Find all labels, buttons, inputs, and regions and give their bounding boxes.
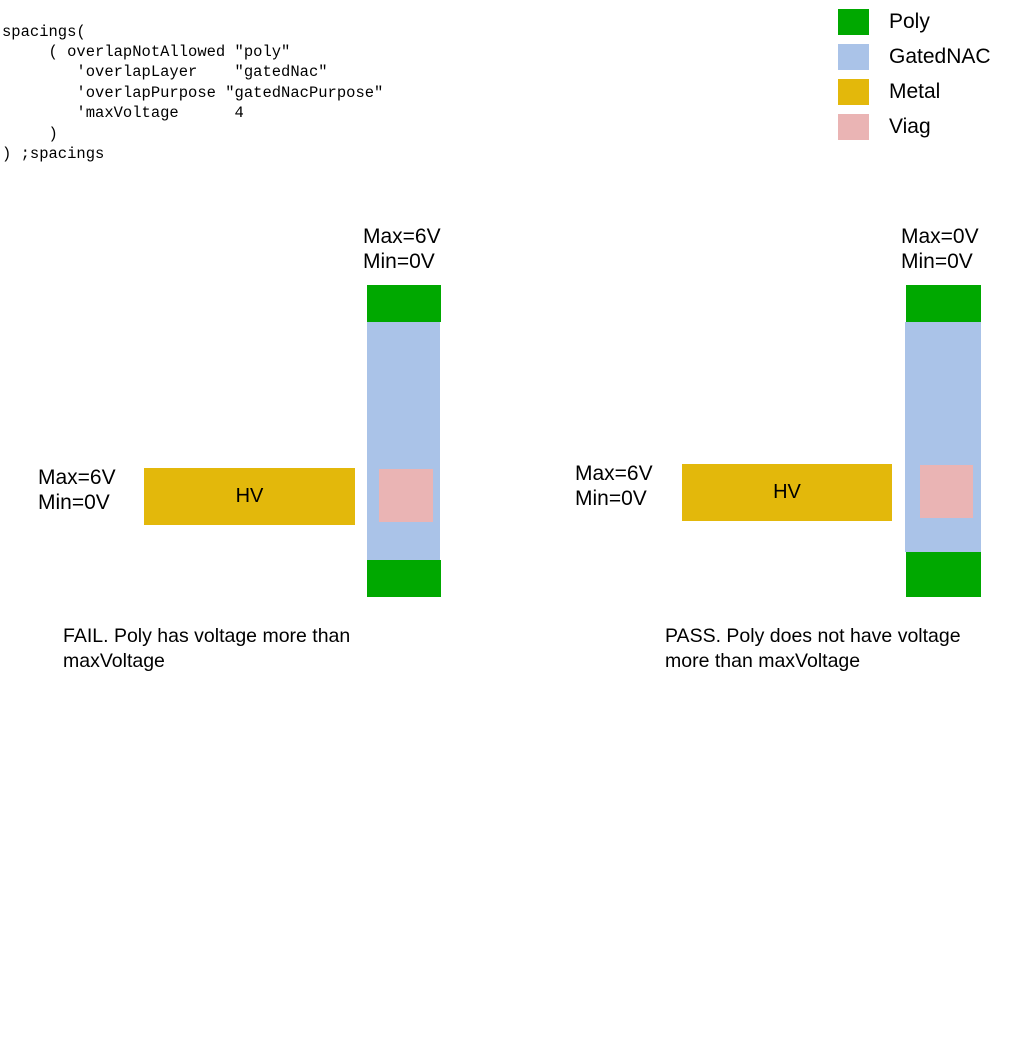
pass-metal-voltage-label: Max=6V Min=0V (575, 461, 653, 511)
spacings-rule-code: spacings( ( overlapNotAllowed "poly" 'ov… (2, 22, 384, 163)
green-square-icon (838, 9, 869, 35)
fail-poly-top-shape (367, 285, 441, 322)
pass-poly-bottom-shape (906, 552, 981, 597)
pass-poly-voltage-label: Max=0V Min=0V (901, 224, 979, 274)
pass-metal-voltage-min: Min=0V (575, 487, 647, 510)
fail-metal-label: HV (235, 485, 264, 507)
fail-poly-bottom-shape (367, 560, 441, 597)
legend-item-gatednac: GatedNAC (838, 41, 1013, 76)
fail-caption: FAIL. Poly has voltage more than maxVolt… (63, 625, 351, 672)
fail-poly-voltage-min: Min=0V (363, 250, 435, 273)
fail-metal-voltage-label: Max=6V Min=0V (38, 465, 116, 515)
pass-viag-shape (920, 465, 973, 518)
layer-legend: Poly GatedNAC Metal Viag (838, 6, 1013, 146)
yellow-square-icon (838, 79, 869, 105)
pass-metal-voltage-max: Max=6V (575, 462, 653, 485)
fail-example-panel: Max=6V Min=0V Max=6V Min=0V HV FAIL. Pol… (0, 0, 506, 1057)
legend-item-poly: Poly (838, 6, 1013, 41)
fail-metal-voltage-min: Min=0V (38, 491, 110, 514)
legend-item-metal: Metal (838, 76, 1013, 111)
legend-label-viag: Viag (889, 115, 931, 138)
fail-poly-voltage-max: Max=6V (363, 225, 441, 248)
fail-metal-shape: HV (144, 468, 355, 525)
pink-square-icon (838, 114, 869, 140)
legend-item-viag: Viag (838, 111, 1013, 146)
blue-square-icon (838, 44, 869, 70)
pass-poly-voltage-min: Min=0V (901, 250, 973, 273)
legend-label-metal: Metal (889, 80, 941, 103)
pass-poly-top-shape (906, 285, 981, 322)
legend-label-gatednac: GatedNAC (889, 45, 991, 68)
fail-poly-voltage-label: Max=6V Min=0V (363, 224, 441, 274)
fail-metal-voltage-max: Max=6V (38, 466, 116, 489)
pass-metal-shape: HV (682, 464, 892, 521)
pass-caption: PASS. Poly does not have voltage more th… (665, 625, 961, 672)
pass-poly-voltage-max: Max=0V (901, 225, 979, 248)
pass-metal-label: HV (773, 481, 801, 503)
fail-viag-shape (379, 469, 433, 522)
legend-label-poly: Poly (889, 10, 930, 33)
